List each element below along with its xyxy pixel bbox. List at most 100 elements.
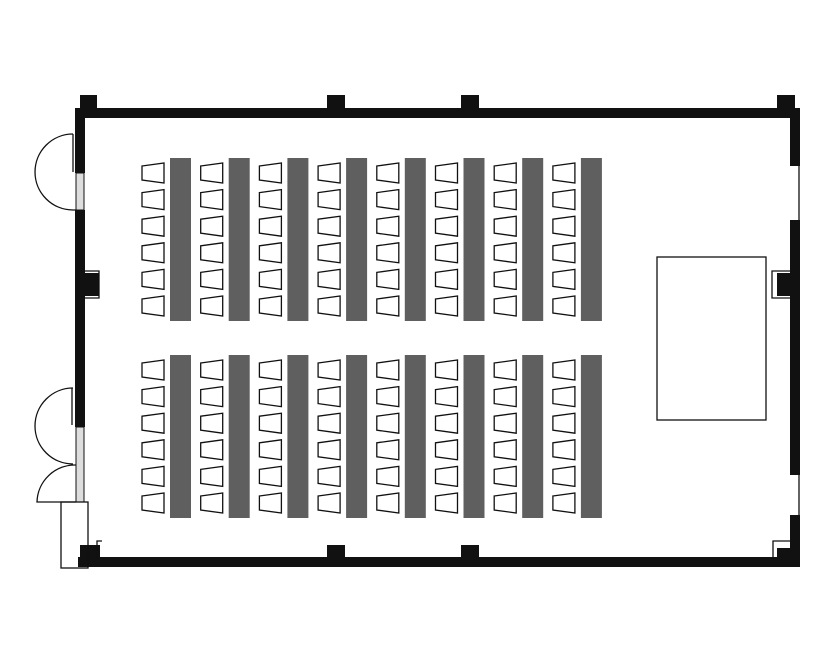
right-wall-middle xyxy=(790,220,800,475)
table xyxy=(522,355,544,518)
table xyxy=(522,158,544,321)
bottom-wall xyxy=(78,557,800,567)
chair-icon xyxy=(493,492,517,514)
pillar xyxy=(85,273,99,296)
chair-icon xyxy=(258,295,283,317)
chair-icon xyxy=(376,268,400,291)
vestibule xyxy=(60,501,89,569)
pillar-outline xyxy=(772,540,791,560)
chair-icon xyxy=(552,385,576,408)
chair-icon xyxy=(317,492,341,514)
chair-icon xyxy=(258,359,283,381)
door-swing-icon[interactable] xyxy=(36,464,77,503)
pillar-outline xyxy=(85,270,100,299)
chair-icon xyxy=(552,295,576,317)
pillar xyxy=(777,548,791,560)
chair-icon xyxy=(552,439,576,461)
chair-icon xyxy=(258,242,283,264)
door-swing-icon[interactable] xyxy=(34,387,74,465)
chair-icon xyxy=(258,465,283,488)
chair-icon xyxy=(200,295,224,317)
pillar xyxy=(327,545,345,558)
chair-icon xyxy=(200,242,224,264)
chair-icon xyxy=(258,492,283,514)
chair-icon xyxy=(141,465,165,488)
chair-icon xyxy=(493,295,517,317)
chair-icon xyxy=(317,295,341,317)
chair-icon xyxy=(141,359,165,381)
chair-icon xyxy=(141,188,165,211)
chair-icon xyxy=(317,412,341,434)
right-wall-top xyxy=(790,108,800,166)
door-swing-icon[interactable] xyxy=(34,133,76,211)
chair-icon xyxy=(317,268,341,291)
chair-icon xyxy=(317,465,341,488)
chair-icon xyxy=(141,412,165,434)
chair-icon xyxy=(317,188,341,211)
chair-icon xyxy=(493,188,517,211)
chair-icon xyxy=(141,295,165,317)
chair-icon xyxy=(376,359,400,381)
walls xyxy=(75,95,800,567)
chair-icon xyxy=(376,385,400,408)
chair-icon xyxy=(434,359,459,381)
chair-icon xyxy=(317,385,341,408)
chair-icon xyxy=(376,162,400,184)
table xyxy=(170,355,191,518)
chair-icon xyxy=(200,162,224,184)
chair-icon xyxy=(376,492,400,514)
table xyxy=(287,158,309,321)
chair-icon xyxy=(258,439,283,461)
table xyxy=(463,355,485,518)
chair-icon xyxy=(376,439,400,461)
chair-icon xyxy=(434,465,459,488)
table xyxy=(228,355,250,518)
left-wall-upper xyxy=(75,108,85,173)
pillar xyxy=(461,545,479,558)
pillar xyxy=(80,95,97,109)
chair-icon xyxy=(434,439,459,461)
chair-icon xyxy=(200,359,224,381)
pillar xyxy=(461,95,479,109)
chair-icon xyxy=(493,268,517,291)
chair-icon xyxy=(434,268,459,291)
chair-icon xyxy=(376,295,400,317)
pillar xyxy=(80,545,100,567)
seating-area xyxy=(141,158,602,518)
table xyxy=(404,355,426,518)
pillar xyxy=(777,273,791,296)
chair-icon xyxy=(200,385,224,408)
pillar xyxy=(327,95,345,109)
chair-icon xyxy=(493,439,517,461)
chair-icon xyxy=(376,242,400,264)
chair-icon xyxy=(141,492,165,514)
chair-icon xyxy=(200,492,224,514)
table xyxy=(463,158,485,321)
chair-icon xyxy=(317,215,341,237)
chair-icon xyxy=(493,465,517,488)
pillar-outline xyxy=(771,270,791,299)
chair-icon xyxy=(317,359,341,381)
table xyxy=(170,158,191,321)
chair-icon xyxy=(552,465,576,488)
chair-icon xyxy=(200,412,224,434)
chair-icon xyxy=(141,162,165,184)
right-wall-bottom xyxy=(790,515,800,567)
chair-icon xyxy=(434,412,459,434)
pillar-outline xyxy=(96,540,102,558)
stage-table xyxy=(656,256,767,421)
table xyxy=(287,355,309,518)
table xyxy=(404,158,426,321)
chair-icon xyxy=(200,188,224,211)
pillar xyxy=(777,95,795,109)
chair-icon xyxy=(493,412,517,434)
chair-icon xyxy=(376,465,400,488)
chair-icon xyxy=(200,268,224,291)
left-wall-middle xyxy=(75,210,85,427)
chair-icon xyxy=(552,162,576,184)
chair-icon xyxy=(376,215,400,237)
chair-icon xyxy=(200,465,224,488)
chair-icon xyxy=(434,295,459,317)
chair-icon xyxy=(258,268,283,291)
chair-icon xyxy=(434,492,459,514)
